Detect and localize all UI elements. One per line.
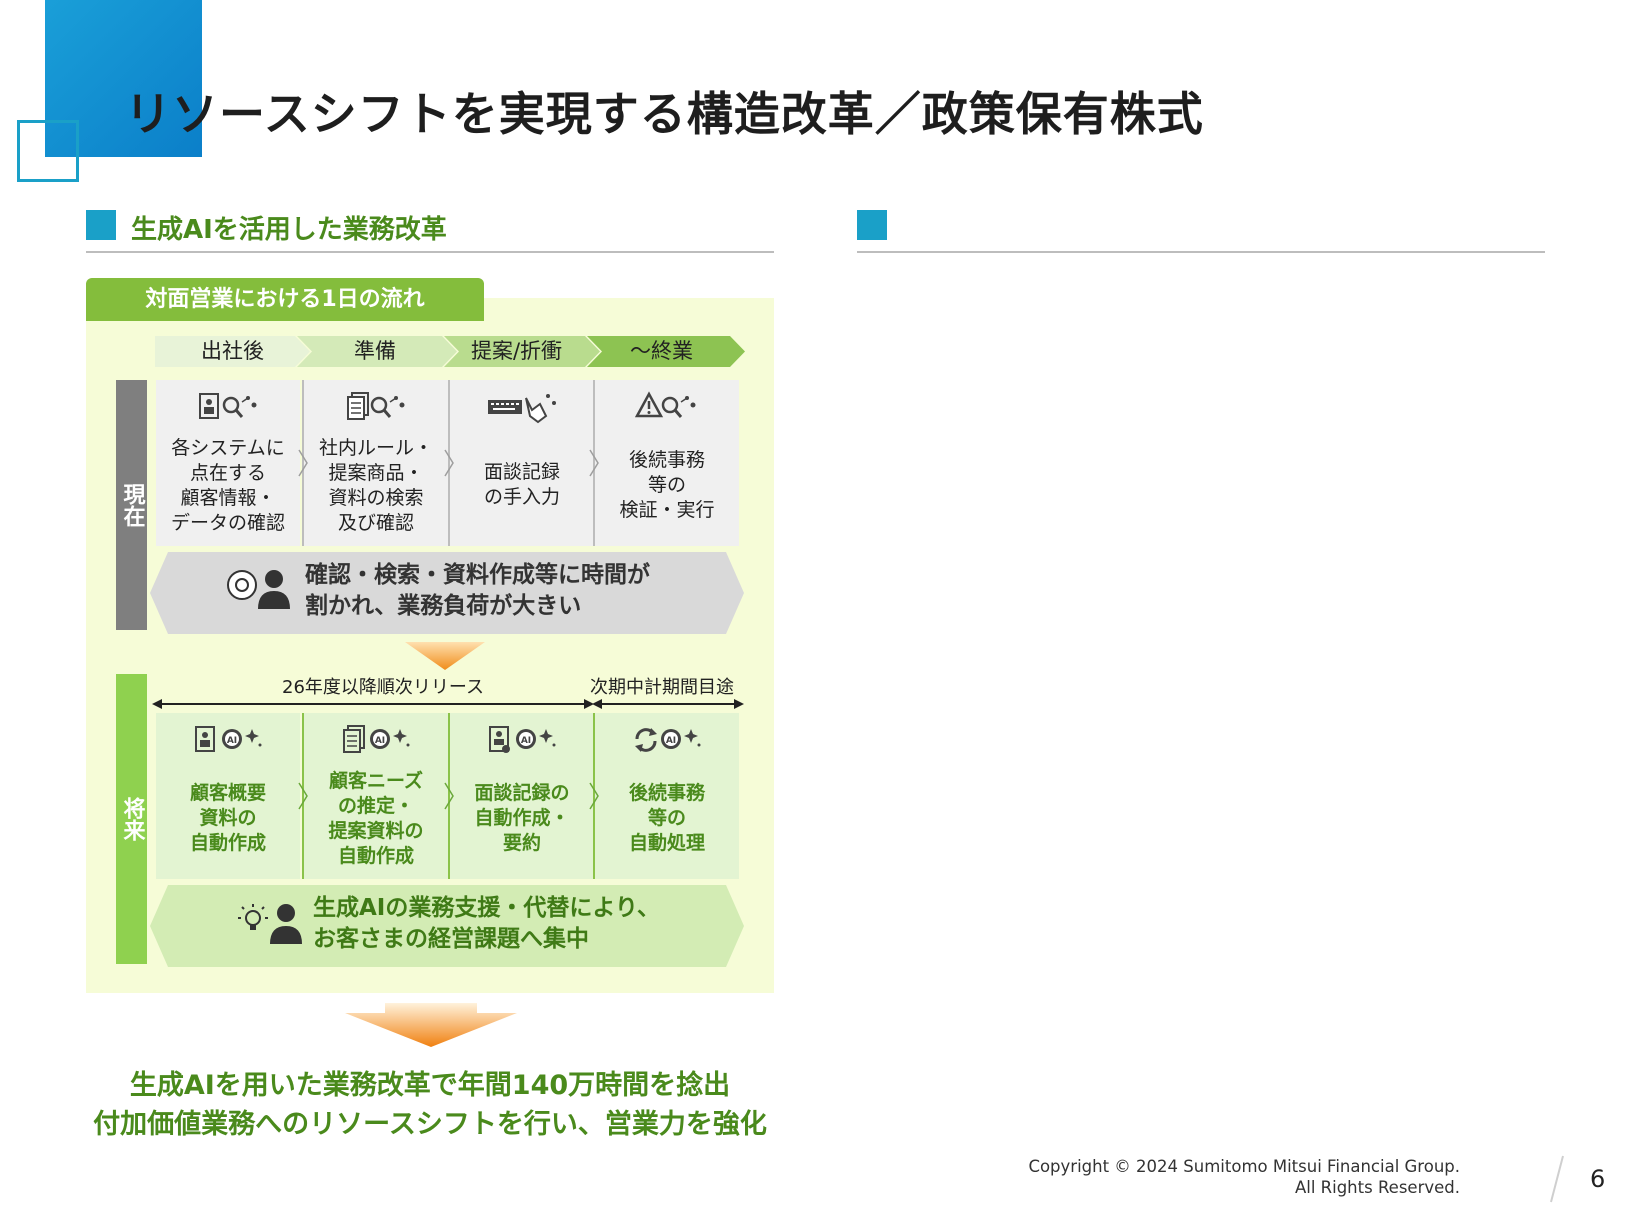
- flow-arrow-icon: [298, 449, 308, 477]
- flow-arrow-icon: [444, 449, 454, 477]
- svg-text:AI: AI: [227, 736, 237, 746]
- current-cell-4: 後続事務 等の 検証・実行: [595, 380, 739, 546]
- svg-text:AI: AI: [375, 736, 385, 746]
- current-cell-2-text: 社内ルール・ 提案商品・ 資料の検索 及び確認: [318, 437, 433, 534]
- person-stress-icon: [222, 563, 294, 617]
- right-section-marker: [857, 210, 887, 240]
- current-cell-4-text: 後続事務 等の 検証・実行: [619, 449, 715, 521]
- conclusion-arrow-icon: [345, 1003, 517, 1047]
- stage-chevron-2: [297, 336, 457, 367]
- future-cell-4-text: 後続事務 等の 自動処理: [628, 782, 705, 854]
- left-section-heading: 生成AIを活用した業務改革: [131, 215, 447, 245]
- corner-decoration-outline: [17, 120, 79, 182]
- divider: [593, 713, 595, 879]
- future-cell-3-text: 面談記録の 自動作成・ 要約: [474, 782, 570, 854]
- page-number: 6: [1590, 1165, 1606, 1193]
- divider: [593, 380, 595, 546]
- timeline-label-1: 26年度以降順次リリース: [282, 677, 485, 698]
- down-arrow-icon: [405, 642, 485, 670]
- future-cell-4: AI 後続事務 等の 自動処理: [595, 713, 739, 879]
- current-cell-1-text: 各システムに 点在する 顧客情報・ データの確認: [170, 437, 285, 534]
- divider: [302, 713, 304, 879]
- copyright-line-2: All Rights Reserved.: [1294, 1178, 1460, 1197]
- svg-text:AI: AI: [666, 736, 676, 746]
- record-ai-icon: AI: [450, 723, 594, 761]
- flow-arrow-icon: [589, 449, 599, 477]
- documents-ai-icon: AI: [304, 723, 448, 761]
- future-cell-1: AI 顧客概要 資料の 自動作成: [156, 713, 300, 879]
- current-banner-shape: [150, 552, 744, 634]
- divider: [448, 380, 450, 546]
- current-cell-2: 社内ルール・ 提案商品・ 資料の検索 及び確認: [304, 380, 448, 546]
- svg-text:AI: AI: [521, 736, 531, 746]
- right-section-rule: [857, 251, 1545, 253]
- current-cell-3-text: 面談記録 の手入力: [483, 461, 560, 508]
- copyright-line-1: Copyright © 2024 Sumitomo Mitsui Financi…: [1028, 1157, 1460, 1176]
- corner-decoration-block: [45, 0, 202, 157]
- future-cell-2: AI 顧客ニーズ の推定・ 提案資料の 自動作成: [304, 713, 448, 879]
- stage-label-3: 提案/折衝: [470, 339, 563, 363]
- document-ai-icon: AI: [156, 723, 300, 761]
- current-label: 現在: [116, 380, 147, 630]
- left-section-rule: [86, 251, 774, 253]
- warning-search-icon: [595, 390, 739, 428]
- flow-arrow-icon: [589, 782, 599, 810]
- current-cell-3: 面談記録 の手入力: [450, 380, 594, 546]
- keyboard-typing-icon: [450, 390, 594, 428]
- divider: [302, 380, 304, 546]
- stage-chevron-4: [587, 336, 745, 367]
- conclusion-line-2: 付加価値業務へのリソースシフトを行い、営業力を強化: [93, 1109, 767, 1140]
- workflow-tag: 対面営業における1日の流れ: [86, 278, 484, 321]
- stage-label-1: 出社後: [201, 339, 264, 363]
- flow-arrow-icon: [298, 782, 308, 810]
- left-section-marker: [86, 210, 116, 240]
- future-cell-2-text: 顧客ニーズ の推定・ 提案資料の 自動作成: [328, 770, 424, 867]
- stage-label-4: ～終業: [630, 339, 693, 363]
- idea-person-icon: [236, 898, 306, 952]
- stage-chevron-3: [444, 336, 600, 367]
- future-cell-1-text: 顧客概要 資料の 自動作成: [189, 782, 266, 854]
- refresh-ai-icon: AI: [595, 723, 739, 761]
- conclusion-line-1: 生成AIを用いた業務改革で年間140万時間を捻出: [129, 1070, 731, 1101]
- stage-label-2: 準備: [354, 339, 396, 363]
- document-search-icon: [156, 390, 300, 428]
- current-cell-1: 各システムに 点在する 顧客情報・ データの確認: [156, 380, 300, 546]
- page-title: リソースシフトを実現する構造改革／政策保有株式: [125, 87, 1204, 141]
- future-label: 将来: [116, 674, 147, 964]
- future-banner-shape: [150, 885, 744, 967]
- footer-slash-divider: [1550, 1155, 1564, 1203]
- timeline-label-2: 次期中計期間目途: [590, 677, 734, 698]
- current-banner-text: 確認・検索・資料作成等に時間が 割かれ、業務負荷が大きい: [305, 562, 650, 619]
- divider: [448, 713, 450, 879]
- future-cell-3: AI 面談記録の 自動作成・ 要約: [450, 713, 594, 879]
- stage-chevrons: [155, 336, 745, 367]
- stage-chevron-1: [155, 336, 310, 367]
- documents-search-icon: [304, 390, 448, 428]
- flow-arrow-icon: [444, 782, 454, 810]
- future-banner-text: 生成AIの業務支援・代替により、 お客さまの経営課題へ集中: [313, 895, 660, 952]
- timeline-arrows: [152, 699, 744, 709]
